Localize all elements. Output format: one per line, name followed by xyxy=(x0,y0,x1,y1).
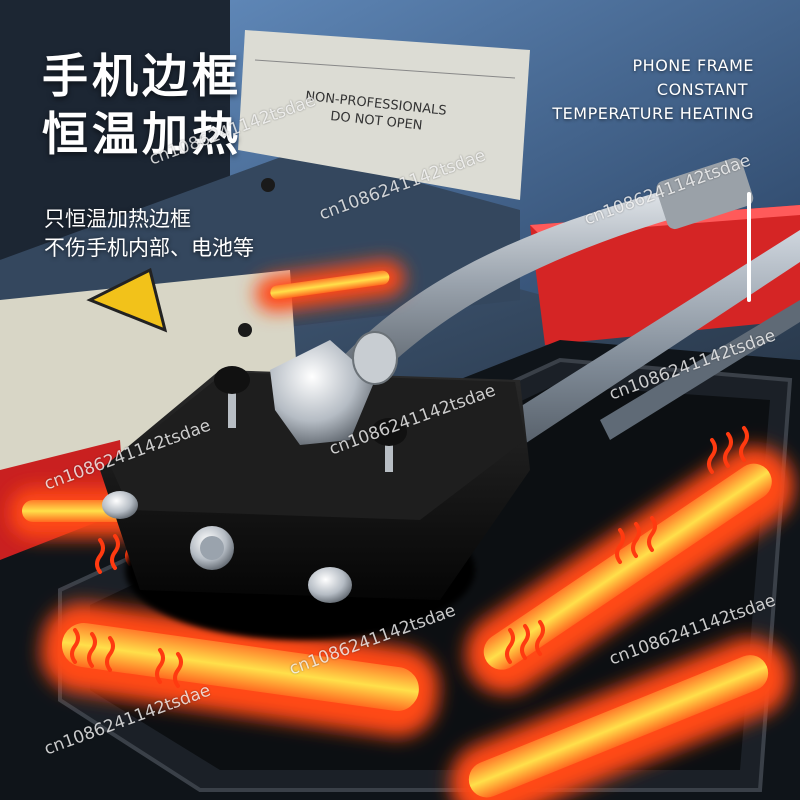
hose-elbow-fitting xyxy=(270,331,398,445)
accent-divider xyxy=(747,192,751,302)
english-title-line-2: CONSTANT xyxy=(656,80,748,99)
machine-body: NON-PROFESSIONALS DO NOT OPEN xyxy=(0,0,800,520)
silver-knob-right xyxy=(308,567,352,603)
english-title-line-3: TEMPERATURE HEATING xyxy=(552,104,754,123)
subtitle-line-1: 只恒温加热边框 xyxy=(44,207,191,231)
thumb-screw-left xyxy=(214,366,250,428)
silver-knob-left xyxy=(102,491,138,519)
heating-bar-top xyxy=(255,260,405,312)
headline-line-1: 手机边框 xyxy=(42,49,242,103)
clamp-head xyxy=(100,331,530,640)
warning-sticker xyxy=(238,30,530,200)
hot-surface-warning-icon xyxy=(86,267,168,333)
heating-bar-bottom xyxy=(40,602,440,738)
english-title-line-1: PHONE FRAME xyxy=(632,56,754,75)
subtitle-line-2: 不伤手机内部、电池等 xyxy=(44,236,254,260)
air-hose xyxy=(330,157,754,385)
heating-bar-bottom-right xyxy=(450,637,790,800)
headline-line-2: 恒温加热 xyxy=(42,107,242,161)
thumb-screw-right xyxy=(371,418,407,472)
heating-bar-right xyxy=(465,446,795,694)
